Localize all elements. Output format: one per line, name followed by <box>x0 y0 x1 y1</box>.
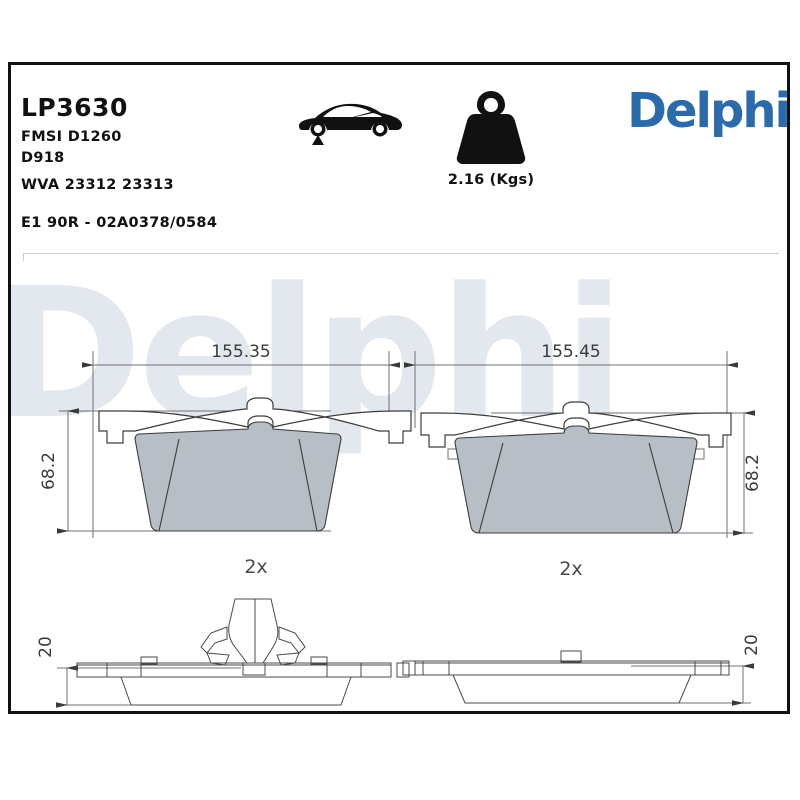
right-pad-plan-view: 155.45 68.2 2x <box>404 342 763 580</box>
right-pad-height-label: 68.2 <box>743 454 763 492</box>
fmsi-alt-reference: D918 <box>21 150 65 166</box>
weight-block: 2.16 (Kgs) <box>431 87 551 188</box>
left-pad-height-label: 68.2 <box>39 452 59 490</box>
car-front-axle-icon <box>299 103 402 145</box>
weight-icon <box>456 91 526 164</box>
right-pad-quantity-label: 2x <box>559 558 582 580</box>
left-pad-width-label: 155.35 <box>211 342 270 362</box>
left-pad-plan-view: 155.35 68.2 2x <box>39 342 412 578</box>
header-divider-tick <box>23 253 24 261</box>
right-pad-width-label: 155.45 <box>541 342 600 362</box>
wva-reference: WVA 23312 23313 <box>21 177 174 193</box>
technical-drawing: 155.35 68.2 2x <box>11 243 787 713</box>
header-divider <box>23 253 779 254</box>
header-block: LP3630 FMSI D1260 D918 WVA 23312 23313 E… <box>11 65 791 237</box>
datasheet-frame: LP3630 FMSI D1260 D918 WVA 23312 23313 E… <box>8 62 791 714</box>
weight-value: 2.16 (Kgs) <box>447 172 535 188</box>
left-pad-side-view: 20 <box>36 598 410 708</box>
ece-approval-code: E1 90R - 02A0378/0584 <box>21 215 218 231</box>
page-title: LP3630 <box>21 93 128 122</box>
left-pad-thickness-label: 20 <box>36 636 56 658</box>
right-pad-thickness-label: 20 <box>742 634 762 656</box>
right-pad-side-view: 20 <box>402 634 762 706</box>
brand-logo: Delphi <box>627 83 791 139</box>
fmsi-reference: FMSI D1260 <box>21 129 122 145</box>
retaining-clip <box>200 598 306 676</box>
left-pad-quantity-label: 2x <box>244 556 267 578</box>
